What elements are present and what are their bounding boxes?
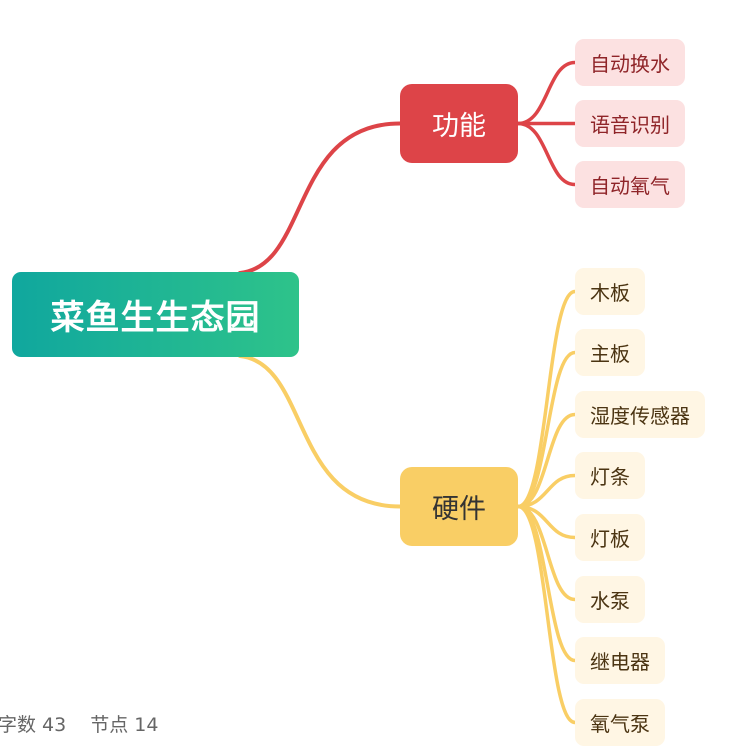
leaf-node-light-board[interactable]: 灯板 — [575, 514, 645, 561]
node-count: 节点 14 — [90, 714, 159, 736]
leaf-node-oxygen-pump[interactable]: 氧气泵 — [575, 699, 665, 746]
branch-node-hardware[interactable]: 硬件 — [400, 467, 518, 546]
status-bar: 字数 43 节点 14 — [0, 710, 158, 737]
leaf-node-water-pump[interactable]: 水泵 — [575, 576, 645, 623]
leaf-node-auto-water-change[interactable]: 自动换水 — [575, 39, 685, 86]
leaf-node-mainboard[interactable]: 主板 — [575, 329, 645, 376]
root-to-branch-line-1 — [238, 354, 402, 509]
branch-to-leaf-line-1-1 — [516, 350, 577, 509]
branch-to-leaf-line-0-0 — [516, 60, 577, 126]
branch-to-leaf-line-1-7 — [516, 504, 577, 725]
branch-to-leaf-line-1-2 — [516, 412, 577, 509]
branch-to-leaf-line-0-2 — [516, 121, 577, 187]
branch-to-leaf-line-1-6 — [516, 504, 577, 663]
branch-to-leaf-line-1-0 — [516, 289, 577, 509]
leaf-node-relay[interactable]: 继电器 — [575, 637, 665, 684]
leaf-node-humidity-sensor[interactable]: 湿度传感器 — [575, 391, 705, 438]
leaf-node-voice-recognition[interactable]: 语音识别 — [575, 100, 685, 147]
branch-node-function[interactable]: 功能 — [400, 84, 518, 163]
root-to-branch-line-0 — [238, 121, 402, 275]
word-count: 字数 43 — [0, 714, 67, 736]
leaf-node-auto-oxygen[interactable]: 自动氧气 — [575, 161, 685, 208]
root-node[interactable]: 菜鱼生生态园 — [12, 272, 299, 357]
leaf-node-wood-board[interactable]: 木板 — [575, 268, 645, 315]
leaf-node-light-strip[interactable]: 灯条 — [575, 452, 645, 499]
